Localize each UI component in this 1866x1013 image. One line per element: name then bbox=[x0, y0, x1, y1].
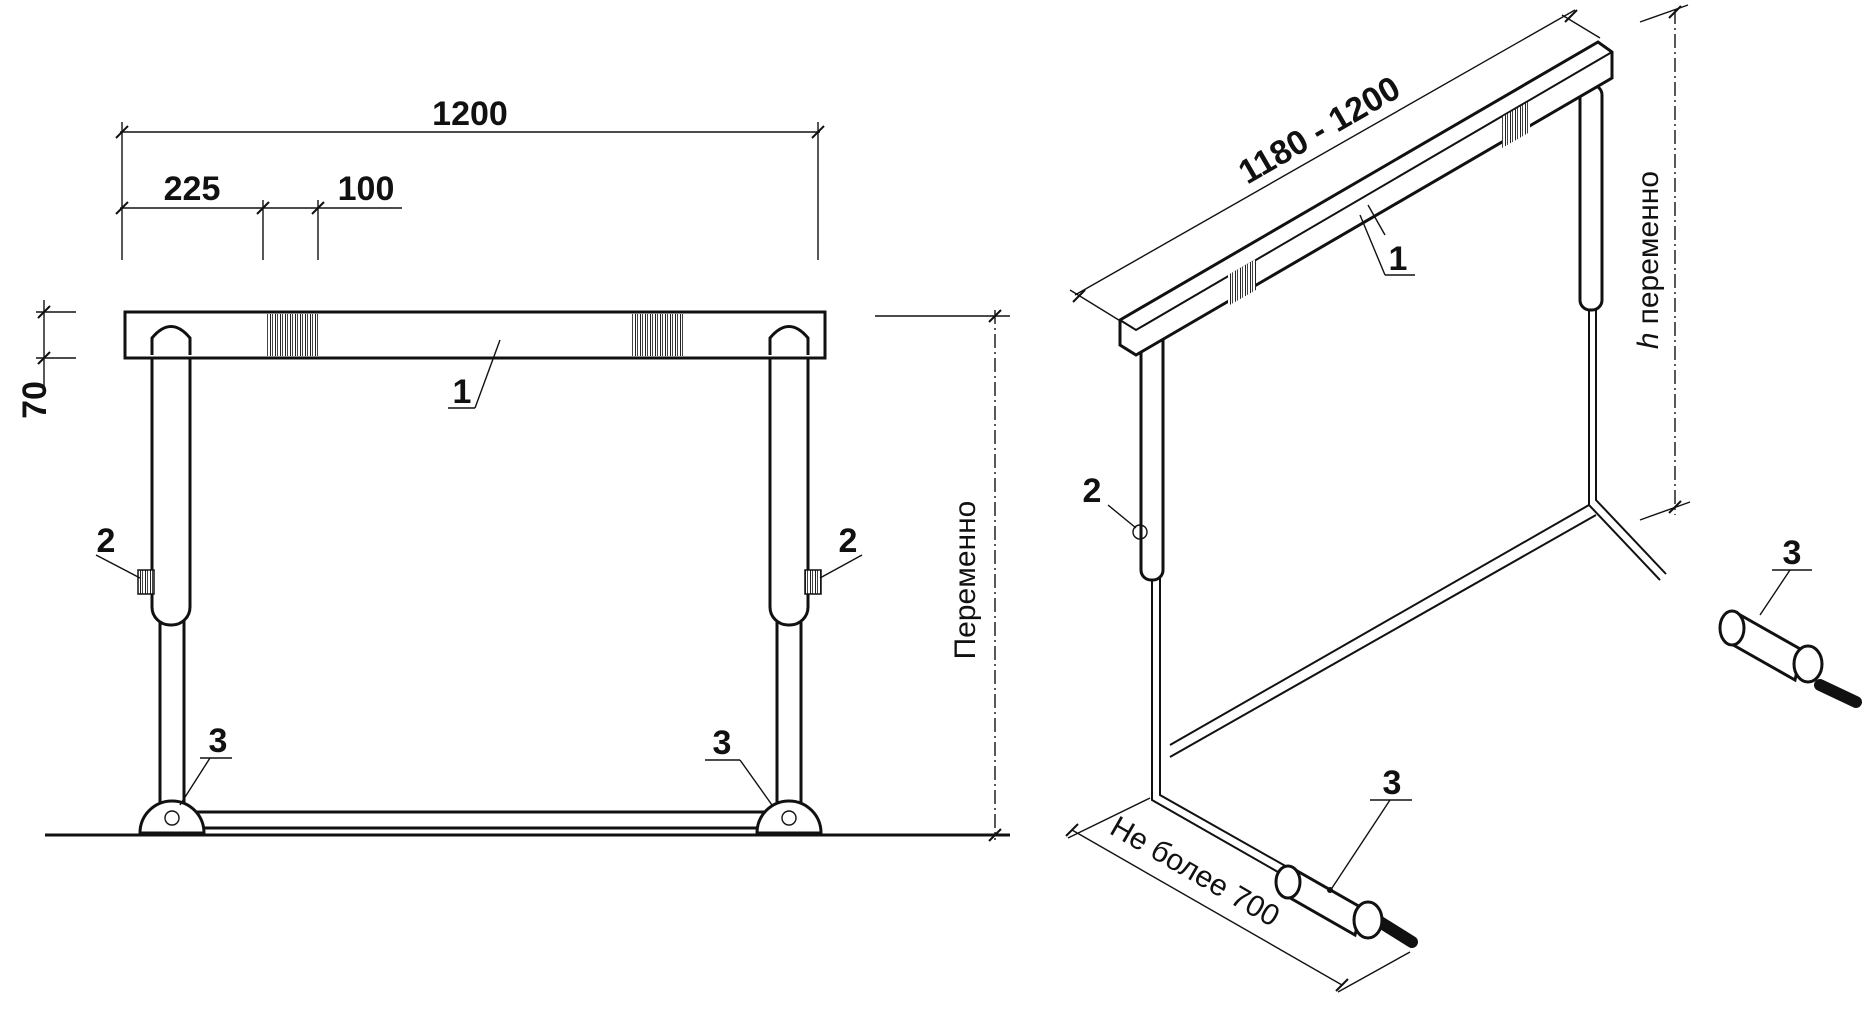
iso-front-leg-lower-inner bbox=[1159, 575, 1297, 873]
front-view: 1200 225 100 70 Переменно 1 2 2 3 bbox=[16, 95, 1010, 842]
iso-dim-height-word: переменно bbox=[1632, 171, 1665, 324]
iso-dim-height-tick-bottom bbox=[1668, 500, 1682, 514]
label-front-base-left: 3 bbox=[209, 722, 228, 760]
iso-base-front-end bbox=[1274, 864, 1302, 900]
iso-base-back-end bbox=[1718, 609, 1746, 647]
dim-bar-height: 70 bbox=[16, 381, 54, 419]
iso-clamp-icon bbox=[1132, 524, 1148, 540]
iso-label-bar: 1 bbox=[1389, 240, 1408, 278]
iso-dim-base-line bbox=[1071, 829, 1343, 986]
iso-base-back-rod bbox=[1814, 679, 1862, 708]
left-upright-cap bbox=[150, 325, 192, 355]
dim-70-tick-top bbox=[37, 305, 51, 319]
label-front-clamp-right: 2 bbox=[839, 522, 858, 560]
label-front-bar: 1 bbox=[453, 373, 472, 411]
dim-height-tick-top bbox=[988, 309, 1002, 323]
iso-dim-height-variable: h переменно bbox=[1632, 171, 1665, 349]
iso-dim-width-ext-left bbox=[1069, 289, 1123, 323]
iso-base-front-rod bbox=[1374, 916, 1418, 948]
leader-base-right bbox=[739, 759, 773, 806]
right-upright-sleeve bbox=[768, 318, 810, 627]
iso-base-front bbox=[1274, 864, 1418, 948]
left-clamp-icon bbox=[137, 569, 155, 595]
iso-label-base-back: 3 bbox=[1783, 534, 1802, 572]
dim-225-tick-mid bbox=[256, 201, 270, 215]
iso-top-bar-edge bbox=[1119, 51, 1613, 332]
right-base-pivot bbox=[781, 810, 797, 826]
right-clamp-icon bbox=[804, 569, 822, 595]
dim-100-tick-right bbox=[311, 201, 325, 215]
iso-dim-height-tick-top bbox=[1668, 5, 1682, 19]
iso-dim-base-tick-right bbox=[1335, 978, 1349, 992]
left-base-weight bbox=[138, 799, 206, 835]
right-upright-cap bbox=[768, 325, 810, 355]
dim-1200-tick-left bbox=[115, 125, 129, 139]
iso-view: 1180 - 1200 hпеременно Не более 700 1 2 … bbox=[1065, 4, 1862, 993]
iso-front-upright-sleeve bbox=[1139, 318, 1165, 582]
front-top-bar bbox=[123, 310, 827, 360]
iso-dim-base-ext-right bbox=[1337, 951, 1411, 993]
iso-dim-base-ext-left bbox=[1067, 797, 1151, 839]
dim-total-width: 1200 bbox=[432, 95, 508, 133]
iso-dim-height-prefix: h bbox=[1632, 332, 1665, 349]
iso-dim-height-ext-bottom bbox=[1639, 501, 1691, 521]
iso-leader-base-front bbox=[1331, 799, 1391, 889]
label-front-clamp-left: 2 bbox=[97, 522, 116, 560]
iso-label-clamp: 2 bbox=[1083, 472, 1102, 510]
iso-bottom-crossbar bbox=[1169, 504, 1590, 746]
dim-height-variable: Переменно bbox=[949, 501, 982, 660]
leader-clamp-right bbox=[819, 554, 863, 579]
right-upright-lower bbox=[775, 598, 803, 812]
front-bottom-crossbar bbox=[173, 810, 797, 830]
dim-height-tick-bottom bbox=[988, 828, 1002, 842]
left-upright-lower bbox=[158, 598, 186, 812]
dim-225-tick-left bbox=[115, 201, 129, 215]
iso-base-back bbox=[1718, 609, 1862, 708]
front-bar-stripe-right bbox=[632, 314, 684, 356]
leader-clamp-left bbox=[95, 554, 141, 579]
dim-offset: 225 bbox=[164, 170, 221, 208]
iso-back-upright-sleeve bbox=[1578, 83, 1604, 312]
iso-leader-base-back bbox=[1759, 569, 1791, 616]
iso-base-front-cap bbox=[1352, 900, 1384, 940]
iso-top-bar-stripe-1 bbox=[1228, 259, 1256, 306]
iso-label-base-front: 3 bbox=[1383, 764, 1402, 802]
iso-top-bar-stripe-2 bbox=[1502, 101, 1530, 148]
iso-back-leg-lower-inner bbox=[1595, 300, 1667, 575]
iso-front-leg-lower bbox=[1151, 575, 1293, 881]
iso-base-front-dot bbox=[1327, 887, 1333, 893]
iso-leader-clamp bbox=[1107, 504, 1137, 529]
label-front-base-right: 3 bbox=[713, 724, 732, 762]
leader-bar-front bbox=[474, 339, 501, 409]
left-upright-sleeve bbox=[150, 318, 192, 627]
iso-dim-width-line bbox=[1074, 9, 1576, 296]
leader-base-left bbox=[179, 757, 211, 806]
dim-stripe-width: 100 bbox=[338, 170, 395, 208]
iso-bottom-crossbar-inner bbox=[1169, 514, 1597, 758]
right-base-weight bbox=[755, 799, 823, 835]
dim-1200-tick-right bbox=[811, 125, 825, 139]
iso-leader-bar-diag bbox=[1359, 214, 1386, 276]
iso-dim-base-length: Не более 700 bbox=[1105, 810, 1285, 933]
iso-base-back-cap bbox=[1792, 644, 1824, 684]
iso-dim-base-tick-left bbox=[1065, 823, 1079, 837]
iso-leader-bar bbox=[1367, 204, 1386, 236]
dim-70-tick-bottom bbox=[37, 351, 51, 365]
iso-dim-width-tick-left bbox=[1072, 289, 1086, 303]
front-bar-stripe-left bbox=[266, 314, 318, 356]
iso-dim-width-tick-right bbox=[1564, 9, 1578, 23]
left-base-pivot bbox=[164, 810, 180, 826]
